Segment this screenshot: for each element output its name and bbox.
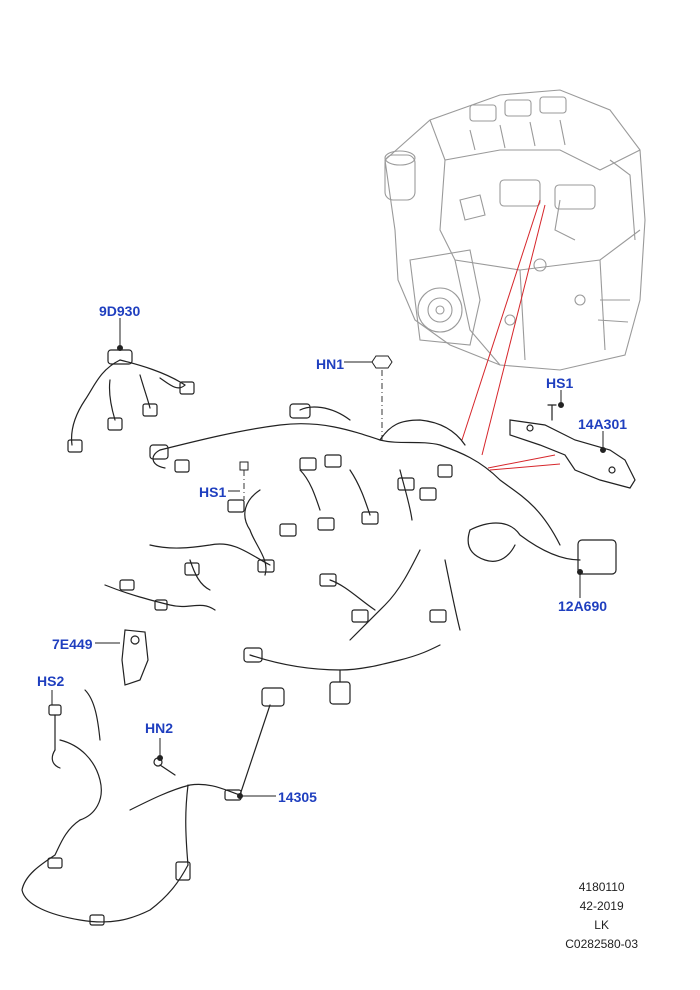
fasteners — [239, 355, 393, 471]
callout-hs1-harness: HS1 — [199, 484, 227, 500]
callout-hn2: HN2 — [145, 720, 174, 736]
callout-14a301: 14A301 — [578, 416, 628, 432]
callout-12a690: 12A690 — [558, 598, 608, 614]
fastener-lines — [243, 370, 383, 500]
engine-block — [384, 89, 646, 371]
reference-code-2: 42-2019 — [579, 899, 624, 913]
callout-hs2: HS2 — [37, 673, 65, 689]
main-harness — [21, 349, 636, 926]
reference-code-1: 4180110 — [578, 880, 625, 894]
reference-block: 4180110 42-2019 LK C0282580-03 — [565, 878, 638, 954]
pointer-lines — [461, 199, 561, 471]
callout-14305: 14305 — [278, 789, 317, 805]
callout-hs1-bracket: HS1 — [546, 375, 574, 391]
reference-code-3: LK — [594, 918, 609, 932]
callout-hn1: HN1 — [316, 356, 345, 372]
callout-9d930: 9D930 — [99, 303, 141, 319]
reference-code-4: C0282580-03 — [565, 937, 638, 951]
leader-lines — [51, 318, 606, 799]
callout-7e449: 7E449 — [52, 636, 93, 652]
